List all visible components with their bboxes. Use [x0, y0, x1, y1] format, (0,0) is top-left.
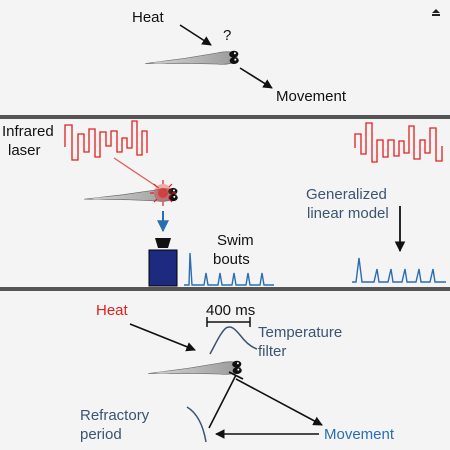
export-icon[interactable] [432, 9, 440, 16]
swim-bouts-label-line2: bouts [213, 251, 250, 268]
glm-label-line2: linear model [307, 205, 389, 222]
glm-label-line1: Generalized [306, 186, 387, 203]
unknown-relation-label: ? [223, 27, 232, 44]
swim-bout-trace-icon [184, 252, 274, 286]
refractory-label-line2: period [80, 426, 122, 443]
heat-label: Heat [96, 302, 128, 319]
swim-bouts-label-line1: Swim [217, 232, 254, 249]
movement-output-arrow [235, 378, 323, 426]
zebrafish-larva-icon [144, 49, 240, 71]
heat-input-arrow [179, 24, 212, 46]
movement-label: Movement [324, 426, 395, 443]
scale-bar-label: 400 ms [206, 302, 256, 319]
heat-input-arrow [129, 323, 196, 352]
laser-source-icon [150, 180, 176, 206]
camera-icon [148, 238, 178, 287]
infrared-laser-label-line2: laser [8, 142, 41, 159]
temperature-filter-label-line2: filter [258, 343, 287, 360]
movement-label: Movement [276, 88, 347, 105]
temperature-filter-curve [209, 326, 258, 355]
panel-divider-top [0, 115, 450, 119]
temperature-filter-label-line1: Temperature [258, 324, 343, 341]
inhibition-line [208, 371, 244, 429]
heat-trace-icon [354, 122, 443, 163]
refractory-curve [186, 406, 207, 443]
zebrafish-larva-icon [147, 359, 243, 381]
infrared-laser-label-line1: Infrared [2, 123, 54, 140]
movement-output-arrow [239, 67, 273, 89]
panel-divider-bottom [0, 287, 450, 291]
swim-bout-trace-icon [352, 257, 446, 283]
heat-label: Heat [132, 9, 164, 26]
heat-trace-icon [64, 120, 148, 161]
laser-beam [113, 157, 160, 189]
refractory-label-line1: Refractory [80, 407, 150, 424]
scale-bar [206, 317, 251, 327]
